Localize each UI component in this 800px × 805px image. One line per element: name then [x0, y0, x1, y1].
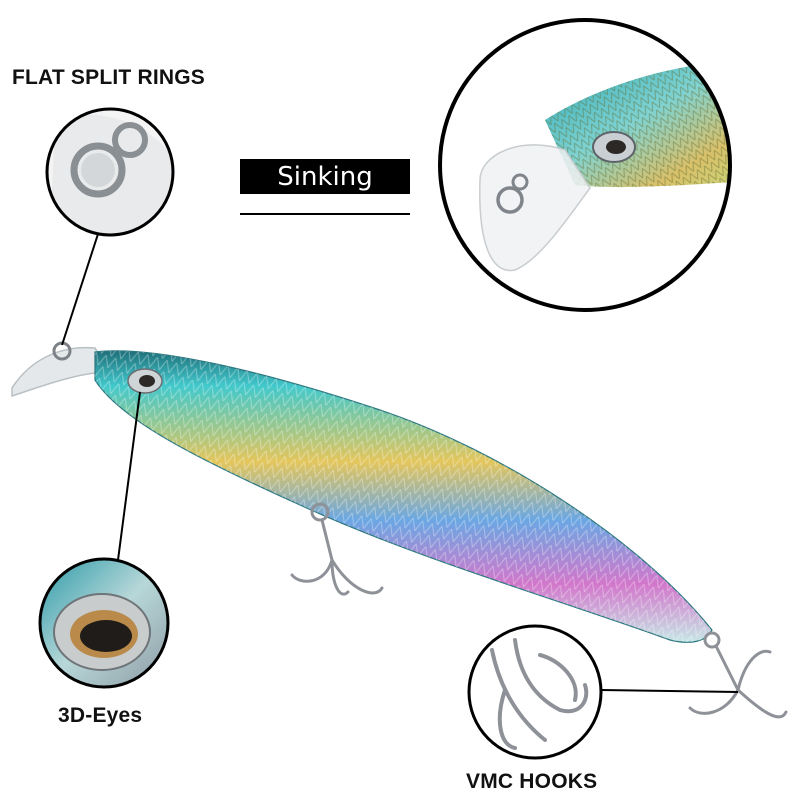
- split-ring-icon: [70, 142, 126, 198]
- tail-hook-icon: [688, 631, 788, 719]
- split-rings-callout: [45, 107, 175, 346]
- zoom-ring-icon: [496, 186, 524, 214]
- flat-split-rings-label: FLAT SPLIT RINGS: [12, 66, 205, 89]
- sinking-badge: Sinking: [240, 159, 410, 194]
- rings-leader-line: [61, 233, 99, 346]
- lure-body: [11, 341, 788, 719]
- badge-underline: [240, 213, 410, 215]
- head-zoom-callout: [438, 18, 732, 312]
- eyes-leader-line: [117, 391, 141, 561]
- lure-pupil: [139, 375, 155, 387]
- zoom-lip: [479, 144, 591, 272]
- belly-hook-icon: [290, 502, 384, 596]
- hook-zoom-icon: [490, 638, 589, 750]
- eyes-label: 3D-Eyes: [58, 704, 143, 727]
- hooks-callout: [467, 624, 739, 760]
- vmc-hooks-label: VMC HOOKS: [466, 770, 598, 793]
- eyes-callout: [38, 391, 170, 689]
- hooks-leader-line: [600, 689, 739, 693]
